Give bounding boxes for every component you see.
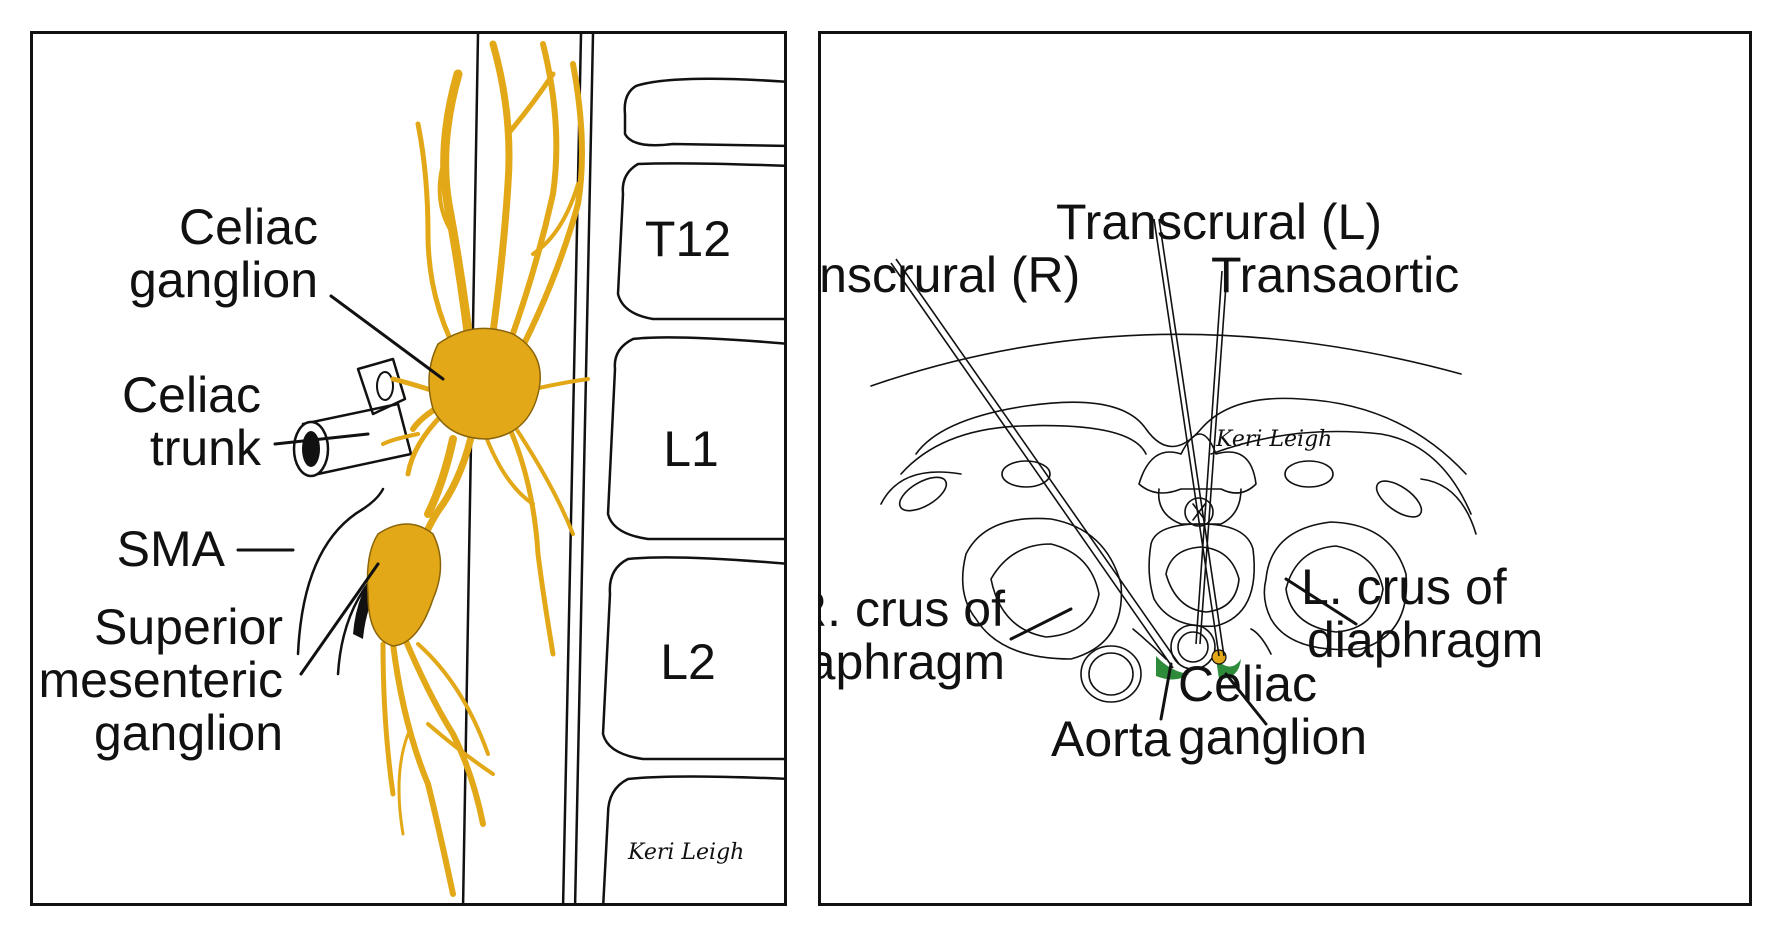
aorta (1170, 624, 1216, 670)
leader-superior-mesenteric-ganglion (299, 562, 380, 676)
label-l-crus-line1: L. crus of (1301, 559, 1507, 615)
right-flank-contour (900, 424, 1147, 475)
left-rib-outline (1420, 478, 1477, 535)
label-celiac-trunk-line2: trunk (150, 420, 262, 476)
sma-vessel-outer (296, 487, 385, 656)
vertebra-l2 (601, 556, 784, 761)
inferior-vena-cava (1080, 645, 1142, 703)
inferior-vena-cava-inner (1088, 652, 1134, 696)
left-celiac-ganglion-target (1216, 659, 1241, 679)
label-celiac-trunk-line1: Celiac (122, 367, 261, 423)
label-celiac-ganglion-line1: Celiac (1178, 656, 1317, 712)
leader-r-crus (1009, 607, 1073, 641)
celiac-branch-opening (376, 371, 394, 401)
label-transcrural-r: Transcrural (R) (821, 247, 1080, 303)
transcrural-left-needle (1153, 218, 1225, 657)
right-kidney (961, 517, 1123, 660)
label-sm-ganglion-line2: mesenteric (38, 652, 283, 708)
artist-signature: Keri Leigh (627, 840, 744, 865)
axial-view-drawing: Transcrural (L) Transcrural (R) Transaor… (821, 194, 1543, 767)
right-crus-of-diaphragm (1132, 628, 1167, 660)
label-r-crus-line2: diaphragm (821, 634, 1005, 690)
ligament-line-2 (573, 34, 595, 903)
label-celiac-ganglion-line1: Celiac (179, 199, 318, 255)
leader-l-crus (1284, 577, 1358, 626)
transcrural-right-needle (890, 258, 1180, 669)
sagittal-view-drawing: T12 L1 L2 (38, 34, 784, 903)
vertebra-l1 (606, 336, 784, 541)
spinous-process (1138, 433, 1257, 494)
left-flank-contour (1210, 430, 1472, 515)
leader-aorta (1159, 662, 1173, 721)
vertebra-label-t12: T12 (645, 211, 731, 267)
transaortic-needle (1195, 270, 1228, 645)
label-sm-ganglion-line1: Superior (94, 599, 283, 655)
right-kidney-pelvis (990, 543, 1100, 638)
label-transaortic: Transaortic (1211, 247, 1459, 303)
left-kidney (1263, 521, 1408, 651)
sagittal-view-panel: T12 L1 L2 (30, 31, 787, 906)
leader-celiac-ganglion (1224, 672, 1268, 726)
needle-tip-ganglion (1211, 649, 1227, 665)
label-sm-ganglion-line3: ganglion (94, 705, 283, 761)
artist-signature: Keri Leigh (1215, 427, 1332, 452)
vertebra-l3 (602, 775, 784, 903)
superior-mesenteric-ganglion-body (366, 523, 442, 647)
label-aorta: Aorta (1051, 711, 1171, 767)
vertebral-body-inner (1165, 546, 1240, 613)
celiac-trunk-lumen (302, 431, 320, 467)
right-rib (898, 476, 948, 512)
label-celiac-ganglion-line2: ganglion (129, 252, 318, 308)
label-celiac-ganglion-line2: ganglion (1178, 709, 1367, 765)
celiac-trunk-tube (301, 402, 413, 476)
body-outer-contour (870, 333, 1462, 387)
vertebra-label-l2: L2 (660, 634, 716, 690)
right-celiac-ganglion-target (1156, 656, 1189, 680)
left-crus-of-diaphragm (1250, 628, 1272, 655)
right-rib-2 (1001, 460, 1051, 488)
abdominal-wall-contour (915, 397, 1467, 475)
axial-view-panel: Transcrural (L) Transcrural (R) Transaor… (818, 31, 1752, 906)
vertebra-t11 (623, 77, 784, 148)
label-sma: SMA (117, 521, 226, 577)
intermesenteric-connection (424, 435, 457, 518)
vertebral-body (1148, 523, 1255, 628)
celiac-ganglion-body (428, 327, 541, 440)
right-rib-outline (880, 471, 962, 505)
left-rib (1375, 480, 1423, 518)
left-kidney-pelvis (1285, 545, 1384, 633)
nerve-plexus (380, 40, 590, 897)
label-r-crus-line1: R. crus of (821, 581, 1005, 637)
vertebra-t12 (616, 162, 784, 321)
vertebra-label-l1: L1 (663, 421, 719, 477)
leader-celiac-ganglion (329, 294, 445, 381)
leader-celiac-trunk (273, 432, 370, 446)
label-l-crus-line2: diaphragm (1307, 612, 1543, 668)
celiac-branch-stub (356, 357, 407, 416)
label-transcrural-l: Transcrural (L) (1056, 194, 1382, 250)
left-rib-2 (1284, 460, 1334, 488)
aorta-lumen (1177, 631, 1209, 663)
